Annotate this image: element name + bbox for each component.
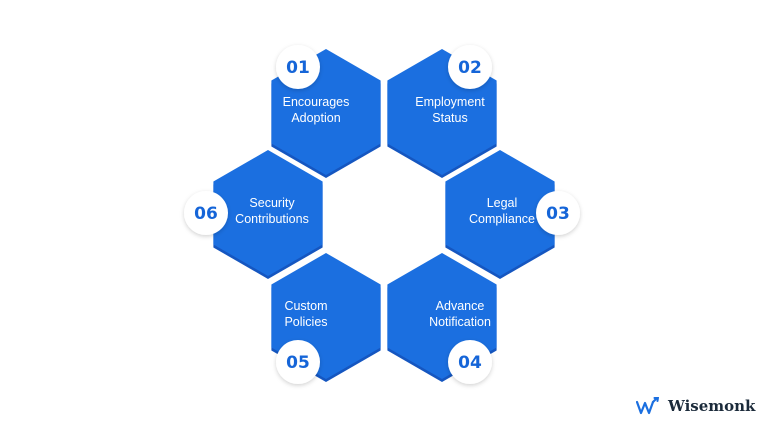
hex-label-line: Legal [487, 196, 518, 210]
hex-label-line: Adoption [291, 111, 340, 125]
hex-label-line: Contributions [235, 212, 309, 226]
hex-label-line: Notification [429, 315, 491, 329]
number-badge [184, 191, 228, 235]
hex-label-line: Status [432, 111, 467, 125]
hex-label-line: Advance [436, 299, 485, 313]
badge-number: 02 [458, 58, 482, 78]
number-badge [536, 191, 580, 235]
badge-number: 06 [194, 204, 218, 224]
badge-number: 03 [546, 204, 570, 224]
hex-label-line: Custom [284, 299, 327, 313]
badge-number: 05 [286, 353, 310, 373]
hex-label-line: Security [249, 196, 295, 210]
badge-number: 01 [286, 58, 310, 78]
number-badge [448, 340, 492, 384]
number-badge [276, 45, 320, 89]
hex-label-line: Policies [284, 315, 327, 329]
wave-arrow-logo-icon [636, 397, 659, 415]
brand-logo: Wisemonk [636, 397, 755, 415]
hexagon [213, 150, 323, 276]
number-badge [448, 45, 492, 89]
brand-name: Wisemonk [668, 397, 756, 415]
hex-label-line: Compliance [469, 212, 535, 226]
hex-label-line: Employment [415, 95, 485, 109]
badge-number: 04 [458, 353, 482, 373]
number-badge [276, 340, 320, 384]
hex-label-line: Encourages [283, 95, 350, 109]
hexagon [445, 150, 555, 276]
